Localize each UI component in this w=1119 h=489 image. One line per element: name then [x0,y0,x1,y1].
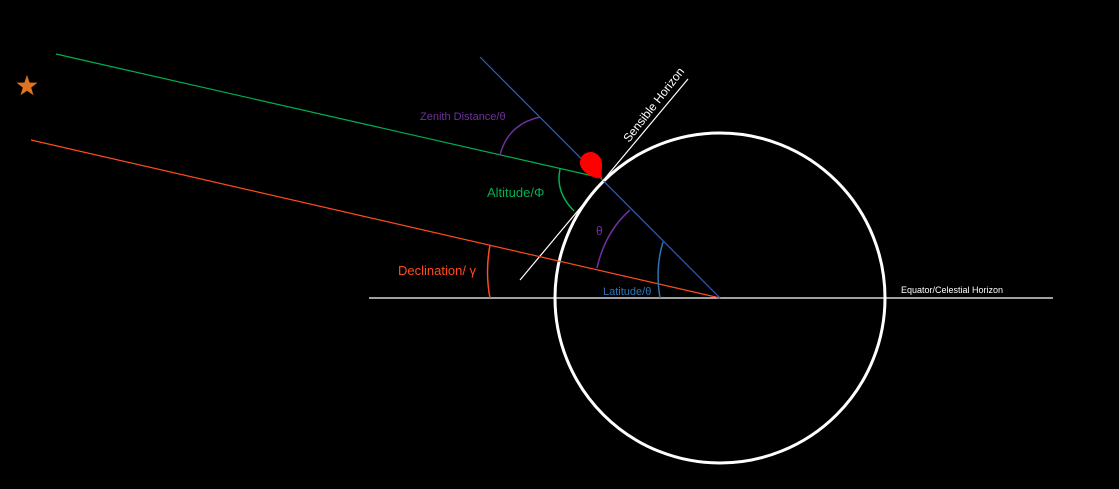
star-ray-to-observer [55,53,603,179]
zenith-distance-arc [499,116,541,156]
star-icon [16,75,38,96]
equator-label: Equator/Celestial Horizon [901,285,1003,295]
zenith-distance-label: Zenith Distance/θ [420,111,506,123]
earth-circle [553,131,887,465]
declination-arc [486,244,491,299]
sensible-horizon-label: Sensible Horizon [620,65,687,145]
declination-label: Declination/ γ [398,263,477,278]
observer-marker-icon [580,152,602,179]
altitude-arc [558,168,575,212]
latitude-arc [657,241,664,299]
theta-arc [596,209,631,269]
sensible-horizon-line [519,78,689,281]
star-ray-to-center [30,139,721,299]
altitude-label: Altitude/Φ [487,185,544,200]
theta-label: θ [596,224,603,238]
latitude-label: Latitude/θ [603,286,651,298]
